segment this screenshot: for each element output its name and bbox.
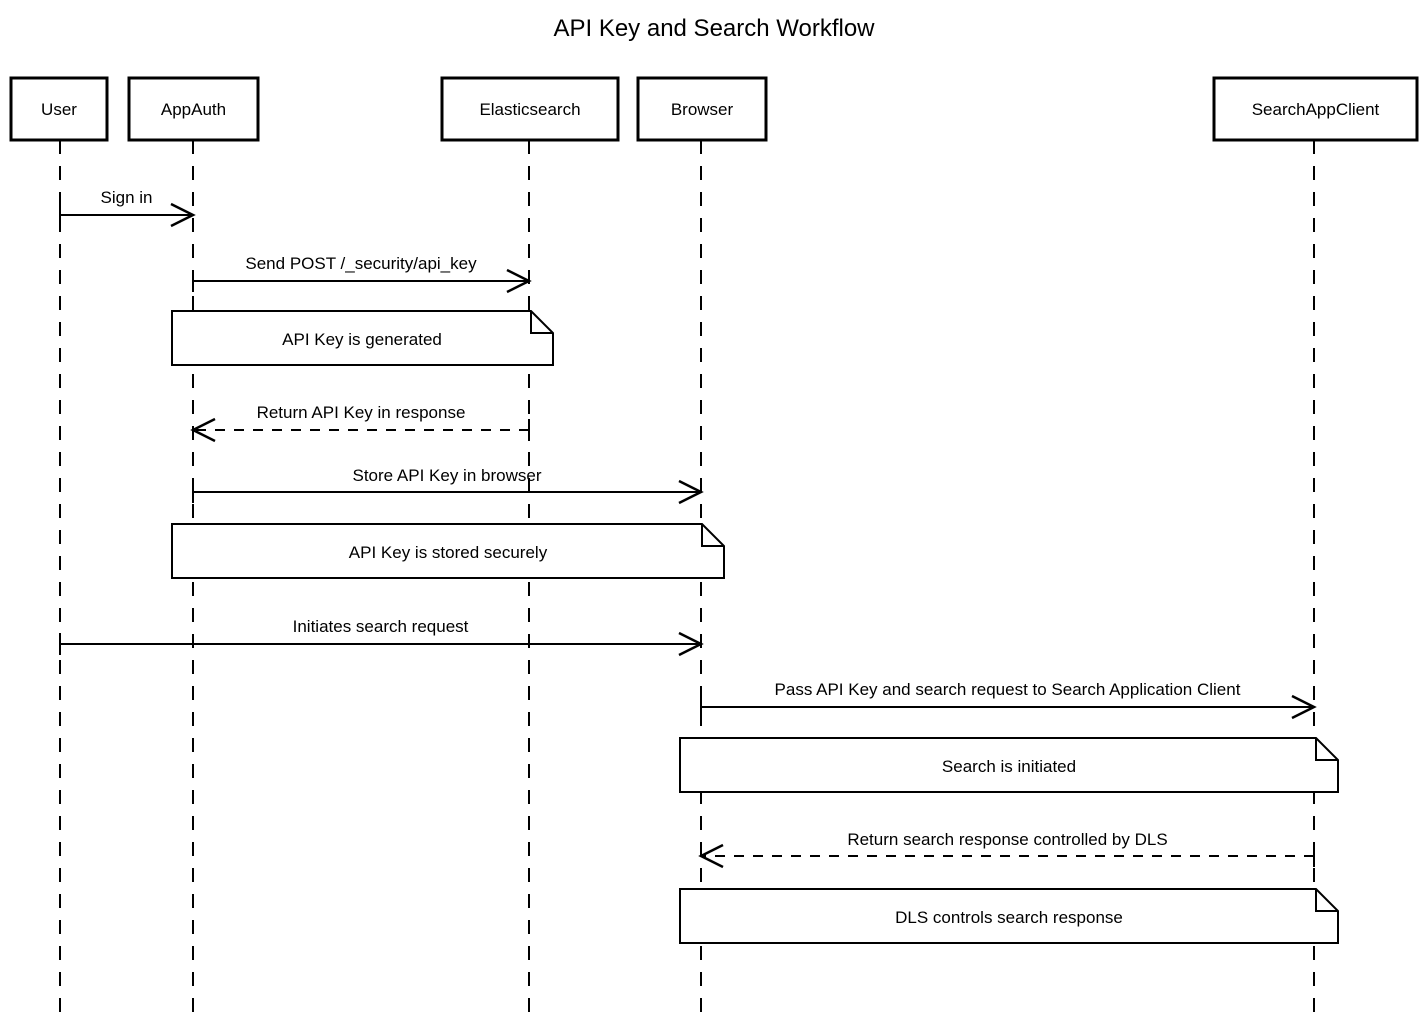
msg-sign-in[interactable]: Sign in: [59, 188, 196, 228]
participant-label: User: [41, 100, 77, 119]
note-search-initiated[interactable]: Search is initiated: [679, 737, 1339, 793]
participant-box[interactable]: [9, 76, 109, 142]
note-dls-controls[interactable]: DLS controls search response: [679, 888, 1339, 944]
note-label: DLS controls search response: [895, 908, 1123, 927]
msg-pass-api-key[interactable]: Pass API Key and search request to Searc…: [700, 680, 1317, 720]
message-label: Return search response controlled by DLS: [847, 830, 1167, 849]
participant-label: Elasticsearch: [479, 100, 580, 119]
note-shape[interactable]: [679, 888, 1339, 944]
message-label: Pass API Key and search request to Searc…: [775, 680, 1241, 699]
note-shape[interactable]: [679, 737, 1339, 793]
msg-initiates-search[interactable]: Initiates search request: [59, 617, 704, 657]
arrow-head-icon: [1291, 694, 1317, 720]
messages-group: Sign in Send POST /_security/api_keyRetur…: [59, 188, 1317, 869]
arrow-head-icon: [678, 479, 704, 505]
participant-elasticsearch[interactable]: Elasticsearch: [440, 76, 620, 142]
participant-user[interactable]: User: [9, 76, 109, 142]
arrow-head-icon: [678, 631, 704, 657]
arrow-head-icon: [698, 843, 724, 869]
message-label: Store API Key in browser: [353, 466, 542, 485]
msg-return-search-response[interactable]: Return search response controlled by DLS: [698, 830, 1315, 869]
msg-send-post-api-key[interactable]: Send POST /_security/api_key: [192, 254, 532, 294]
participant-searchappclient[interactable]: SearchAppClient: [1212, 76, 1419, 142]
arrow-head-icon: [170, 202, 196, 228]
msg-store-api-key[interactable]: Store API Key in browser: [192, 466, 704, 505]
note-fold-icon: [701, 524, 724, 547]
participant-box[interactable]: [440, 76, 620, 142]
message-label: Send POST /_security/api_key: [245, 254, 477, 273]
participant-label: SearchAppClient: [1252, 100, 1380, 119]
note-fold-icon: [1315, 738, 1338, 761]
message-label: Return API Key in response: [257, 403, 466, 422]
participant-appauth[interactable]: AppAuth: [127, 76, 260, 142]
msg-return-api-key[interactable]: Return API Key in response: [190, 403, 530, 443]
note-fold-icon: [1315, 889, 1338, 912]
page-title: API Key and Search Workflow: [553, 15, 875, 42]
participant-box[interactable]: [1212, 76, 1419, 142]
message-label: Initiates search request: [293, 617, 469, 636]
note-shape[interactable]: [171, 310, 554, 366]
note-api-key-generated[interactable]: API Key is generated: [171, 310, 554, 366]
note-label: API Key is stored securely: [349, 543, 548, 562]
note-fold-icon: [530, 311, 553, 334]
participant-label: AppAuth: [161, 100, 226, 119]
message-label: Sign in: [101, 188, 153, 207]
participants-group: User AppAuth Elasticsearch Browser SearchApp…: [9, 76, 1419, 142]
lifelines-group: [59, 140, 1315, 1020]
note-label: Search is initiated: [942, 757, 1076, 776]
arrow-head-icon: [506, 268, 532, 294]
note-label: API Key is generated: [282, 330, 442, 349]
note-shape[interactable]: [171, 523, 725, 579]
participant-box[interactable]: [636, 76, 768, 142]
note-api-key-stored[interactable]: API Key is stored securely: [171, 523, 725, 579]
arrow-head-icon: [190, 417, 216, 443]
participant-label: Browser: [671, 100, 734, 119]
participant-box[interactable]: [127, 76, 260, 142]
participant-browser[interactable]: Browser: [636, 76, 768, 142]
